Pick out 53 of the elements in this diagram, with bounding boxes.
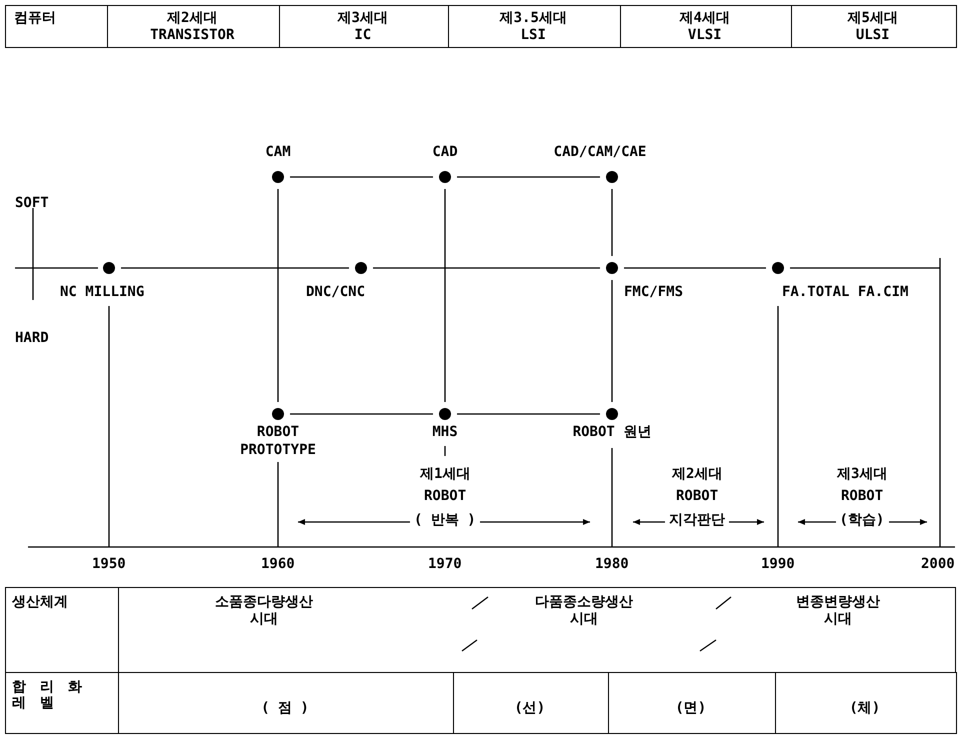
- table-cell: (면): [607, 672, 776, 734]
- connector-line: [290, 413, 433, 415]
- year-label: 1960: [261, 556, 295, 573]
- table-cell: 제3.5세대 LSI: [447, 5, 620, 48]
- connector-line: [444, 189, 446, 402]
- connector-line: [290, 176, 433, 178]
- connector-line: [373, 267, 600, 269]
- year-label: 2000: [921, 556, 955, 573]
- header-cell: 생산체계: [5, 587, 119, 673]
- connector-line: [277, 189, 279, 402]
- connector-line: [457, 413, 600, 415]
- generation-label: 제1세대: [420, 466, 470, 483]
- header-cell: 합리화 레벨: [5, 672, 119, 734]
- generation-label: (학습): [840, 512, 884, 529]
- table-cell: 제5세대 ULSI: [790, 5, 956, 48]
- table-cell: 제4세대 VLSI: [619, 5, 792, 48]
- milestone-label: CAM: [264, 144, 292, 162]
- generation-label: 제2세대: [672, 466, 722, 483]
- milestone-label: CAD: [431, 144, 459, 162]
- milestone-label: DNC/CNC: [306, 284, 366, 302]
- year-label: 1990: [761, 556, 795, 573]
- generation-label: ROBOT: [676, 488, 718, 505]
- milestone-label: FA.TOTAL FA.CIM: [782, 284, 910, 302]
- table-cell: (선): [452, 672, 608, 734]
- connector-line: [611, 189, 613, 256]
- generation-label: ROBOT: [424, 488, 466, 505]
- axis-label: HARD: [15, 330, 49, 347]
- table-cell: ( 점 ): [118, 672, 454, 734]
- milestone-label: NC MILLING: [60, 284, 146, 302]
- generation-label: ROBOT: [841, 488, 884, 505]
- milestone-label: ROBOT 원년: [572, 424, 652, 442]
- table-cell: (체): [774, 672, 956, 734]
- generation-label: 제3세대: [837, 466, 888, 483]
- connector-line: [457, 176, 600, 178]
- generation-label: 지각판단: [669, 512, 725, 529]
- table-cell-text: 변종변량생산 시대: [796, 594, 880, 628]
- table-cell-text: 다품종소량생산 시대: [535, 594, 633, 628]
- year-label: 1950: [92, 556, 126, 573]
- header-cell: 컴퓨터: [5, 5, 108, 48]
- generation-label: ( 반복 ): [414, 512, 476, 529]
- table-cell: 제3세대 IC: [278, 5, 448, 48]
- milestone-label: CAD/CAM/CAE: [552, 144, 648, 162]
- year-label: 1970: [428, 556, 462, 573]
- connector-line: [611, 280, 613, 402]
- axis-label: SOFT: [15, 195, 49, 212]
- table-cell: 제2세대 TRANSISTOR: [106, 5, 280, 48]
- year-label: 1980: [595, 556, 629, 573]
- connector-line: [624, 267, 766, 269]
- table-cell-text: 소품종다량생산 시대: [215, 594, 313, 628]
- connector-line: [121, 267, 349, 269]
- milestone-label: ROBOT PROTOTYPE: [239, 424, 317, 459]
- milestone-label: MHS: [431, 424, 459, 442]
- milestone-label: FMC/FMS: [624, 284, 684, 302]
